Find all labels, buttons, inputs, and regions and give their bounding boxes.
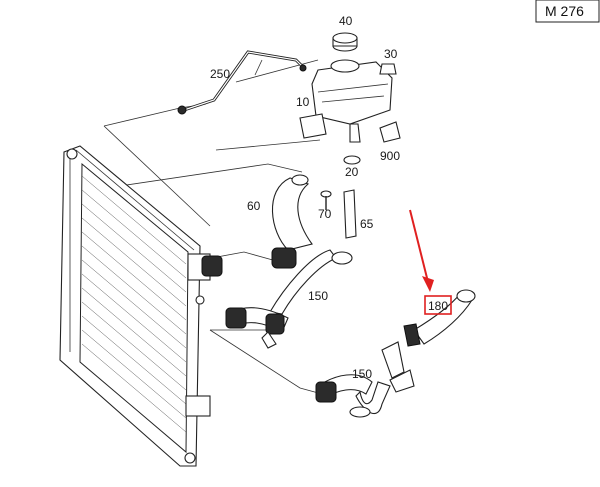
level-sensor — [379, 63, 397, 75]
label-20: 20 — [345, 165, 359, 179]
vent-line — [177, 50, 307, 115]
coolant-reservoir — [299, 59, 393, 143]
lower-hose-upper — [225, 249, 353, 349]
label-150-upper: 150 — [308, 289, 328, 303]
label-150-lower: 150 — [352, 367, 372, 381]
label-70: 70 — [318, 207, 332, 221]
callouts: 40 30 250 10 900 20 60 70 65 150 180 150 — [210, 14, 448, 381]
label-40: 40 — [339, 14, 353, 28]
upper-hose — [201, 174, 313, 277]
lower-hose-lower — [315, 341, 415, 418]
bracket — [379, 121, 401, 143]
support-strip — [343, 189, 357, 239]
model-code: M 276 — [545, 3, 584, 19]
highlight-box — [424, 295, 452, 315]
label-65: 65 — [360, 217, 374, 231]
screw — [320, 190, 332, 210]
label-900: 900 — [380, 149, 400, 163]
highlight-arrow — [409, 209, 434, 292]
reservoir-cap — [332, 32, 358, 52]
label-250: 250 — [210, 67, 230, 81]
label-10: 10 — [296, 95, 310, 109]
radiator — [59, 145, 211, 467]
label-60: 60 — [247, 199, 261, 213]
model-code-box — [535, 0, 600, 23]
hose-180 — [403, 289, 476, 347]
label-30: 30 — [384, 47, 398, 61]
gasket — [343, 155, 361, 165]
label-180: 180 — [428, 299, 448, 313]
